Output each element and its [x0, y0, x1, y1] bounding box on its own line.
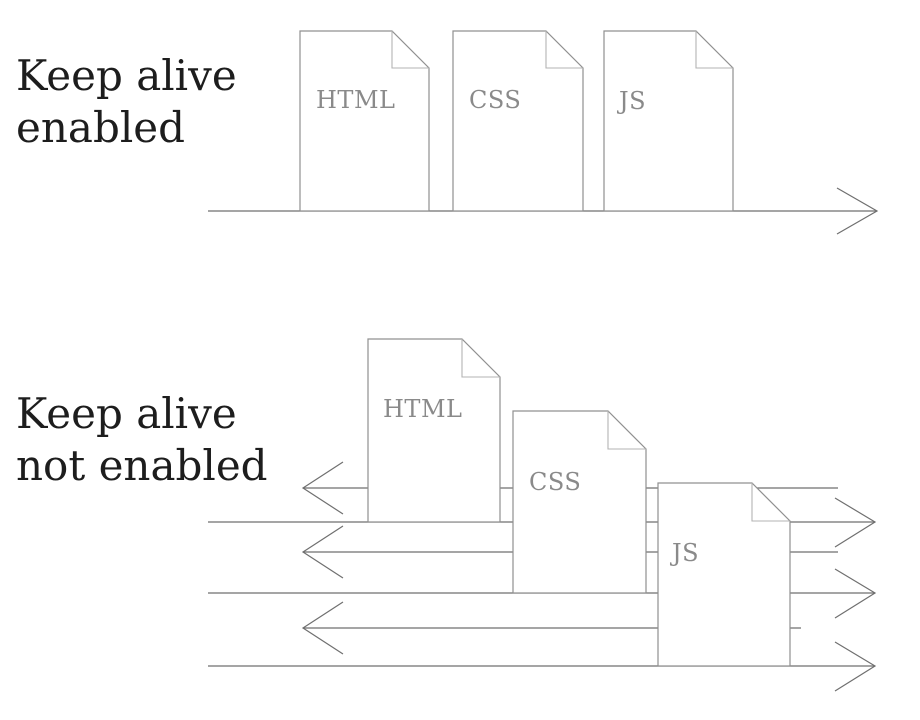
doc-label: JS: [616, 87, 646, 115]
doc-label: HTML: [383, 395, 462, 423]
title-line: enabled: [16, 103, 186, 152]
doc-fold-corner-icon: [695, 31, 733, 69]
file-doc-js: JS: [657, 482, 791, 667]
doc-fold-corner-icon: [391, 31, 429, 69]
doc-fold-corner-icon: [545, 31, 583, 69]
title-line: Keep alive: [16, 51, 237, 100]
document-icon: [452, 30, 584, 212]
title-line: not enabled: [16, 441, 268, 490]
file-doc-css: CSS: [452, 30, 584, 212]
arrow-head-left-icon: [301, 525, 344, 579]
doc-label: CSS: [529, 468, 581, 496]
section-title-keep-alive-not-enabled: Keep alive not enabled: [16, 388, 268, 492]
arrow-head-right-icon: [836, 187, 879, 235]
file-doc-js: JS: [603, 30, 734, 212]
document-icon: [367, 338, 501, 523]
flow-keep-alive-enabled: HTML CSS JS: [208, 30, 879, 235]
doc-fold-corner-icon: [461, 339, 500, 378]
title-line: Keep alive: [16, 389, 237, 438]
doc-fold-corner-icon: [607, 411, 646, 450]
arrow-head-right-icon: [834, 497, 877, 548]
doc-fold-corner-icon: [751, 483, 790, 522]
file-doc-html: HTML: [367, 338, 501, 523]
file-doc-css: CSS: [512, 410, 647, 594]
flow-keep-alive-not-enabled: HTML CSS JS: [208, 338, 877, 692]
document-icon: [657, 482, 791, 667]
arrow-head-right-icon: [834, 568, 877, 619]
document-icon: [299, 30, 430, 212]
doc-label: HTML: [316, 86, 395, 114]
arrow-head-left-icon: [301, 601, 344, 655]
doc-label: CSS: [469, 86, 521, 114]
document-icon: [512, 410, 647, 594]
arrow-head-left-icon: [301, 461, 344, 515]
doc-label: JS: [669, 539, 699, 567]
arrow-head-right-icon: [834, 641, 877, 692]
section-title-keep-alive-enabled: Keep alive enabled: [16, 50, 237, 154]
document-icon: [603, 30, 734, 212]
file-doc-html: HTML: [299, 30, 430, 212]
